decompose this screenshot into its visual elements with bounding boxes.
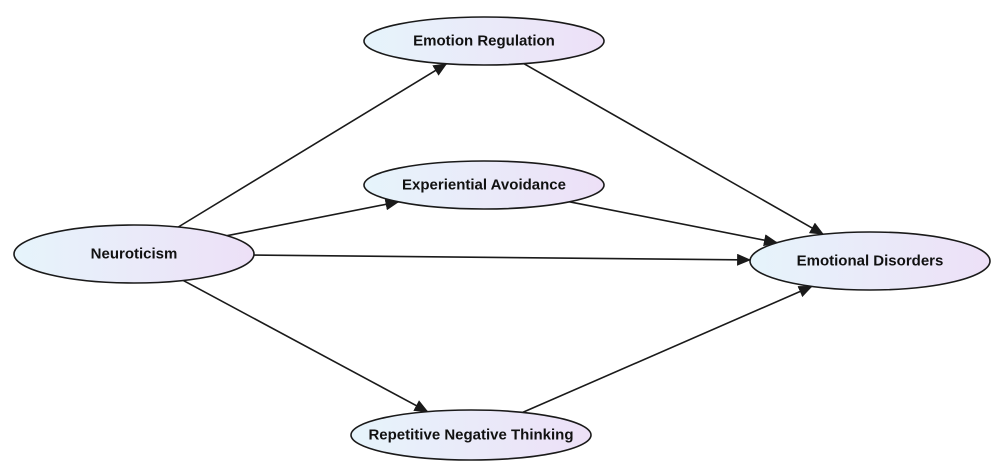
node-neuroticism: Neuroticism <box>13 224 255 284</box>
edge-neuroticism-to-repetitive-negative-thinking <box>182 279 429 413</box>
node-ellipse <box>13 224 255 284</box>
node-emotion-regulation: Emotion Regulation <box>363 16 605 66</box>
edge-experiential-avoidance-to-emotional-disorders <box>569 201 778 247</box>
node-ellipse <box>363 16 605 66</box>
node-label: Emotional Disorders <box>797 253 944 270</box>
node-emotional-disorders: Emotional Disorders <box>749 231 991 291</box>
nodes-layer: Neuroticism Emotion RegulationExperientia… <box>13 16 991 461</box>
edge-neuroticism-to-experiential-avoidance <box>226 198 400 237</box>
edge-neuroticism-to-emotion-regulation <box>177 63 448 228</box>
node-ellipse <box>363 160 605 210</box>
node-label: Repetitive Negative Thinking <box>368 427 573 444</box>
node-ellipse <box>350 409 592 461</box>
node-label: Neuroticism <box>91 246 178 263</box>
node-ellipse <box>749 231 991 291</box>
edge-emotion-regulation-to-emotional-disorders <box>523 62 825 235</box>
node-label: Emotion Regulation <box>413 33 555 50</box>
edges-layer <box>177 62 825 414</box>
edge-neuroticism-to-emotional-disorders <box>253 253 752 266</box>
node-experiential-avoidance: Experiential Avoidance <box>363 160 605 210</box>
node-label: Experiential Avoidance <box>402 177 566 194</box>
edge-repetitive-negative-thinking-to-emotional-disorders <box>522 285 813 414</box>
node-repetitive-negative-thinking: Repetitive Negative Thinking <box>350 409 592 461</box>
